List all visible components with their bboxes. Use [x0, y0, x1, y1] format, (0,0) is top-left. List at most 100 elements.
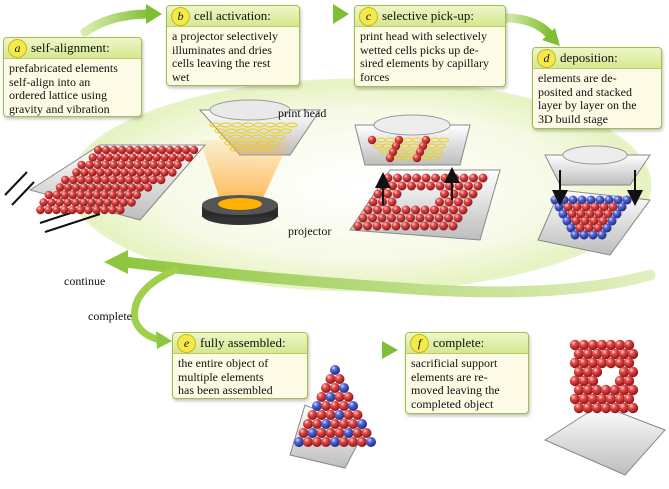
red-element	[87, 183, 97, 192]
red-element	[569, 393, 581, 405]
red-element	[52, 205, 61, 215]
red-element	[454, 181, 464, 191]
red-element	[578, 339, 590, 351]
red-element	[478, 173, 488, 183]
red-element	[596, 339, 608, 351]
red-element	[160, 168, 169, 177]
red-element	[373, 189, 383, 199]
step-c-body: print head with selectively wetted cells…	[355, 27, 505, 86]
red-element	[406, 213, 415, 223]
red-element	[149, 145, 159, 155]
red-element	[411, 205, 420, 215]
red-element	[600, 402, 612, 414]
red-element	[325, 410, 336, 420]
assembled-pyramid-e	[289, 365, 376, 469]
red-element	[55, 198, 64, 207]
blue-element	[612, 209, 622, 219]
red-element	[101, 160, 110, 170]
red-element	[152, 168, 161, 177]
wet-cell-ring	[230, 134, 242, 140]
red-element	[435, 197, 444, 207]
red-element	[348, 437, 358, 447]
red-element	[36, 205, 45, 215]
blue-element	[366, 437, 376, 447]
red-element	[103, 183, 113, 192]
blue-element	[579, 230, 589, 240]
complete-label: complete	[88, 309, 132, 323]
red-element	[614, 375, 626, 387]
red-element	[109, 145, 119, 155]
lattice-stage-a	[28, 144, 207, 221]
red-element	[316, 392, 327, 402]
step-b-line: a projector selectively	[172, 29, 278, 43]
wet-cell-ring	[219, 134, 231, 140]
red-element	[393, 173, 402, 183]
red-element	[600, 348, 612, 360]
red-element	[388, 181, 397, 191]
red-element	[383, 173, 393, 183]
blue-element	[602, 223, 612, 233]
red-element	[127, 198, 136, 207]
wet-cell-ring	[439, 137, 449, 143]
red-element	[76, 190, 86, 200]
red-element	[584, 223, 594, 233]
wet-cell-ring	[236, 128, 248, 134]
wet-cell-ring	[412, 137, 422, 143]
red-element	[627, 402, 639, 414]
red-element	[358, 213, 368, 223]
red-element	[605, 393, 617, 405]
red-element	[71, 183, 81, 192]
red-element	[576, 209, 586, 219]
red-element	[92, 190, 102, 200]
red-element	[141, 160, 150, 170]
step-f-line: sacrificial support	[411, 356, 498, 370]
red-element	[605, 357, 617, 369]
blue-element	[330, 365, 340, 375]
red-element	[117, 160, 126, 170]
wet-cell-ring	[269, 128, 281, 134]
red-element	[580, 216, 590, 226]
blue-element	[566, 223, 576, 233]
step-c-line: forces	[360, 69, 390, 84]
red-element	[330, 383, 340, 393]
red-element	[627, 366, 639, 378]
red-element	[407, 181, 416, 191]
red-element	[104, 168, 113, 177]
red-element	[325, 374, 336, 384]
step-b-line: illuminates and dries	[172, 42, 272, 57]
red-element	[95, 183, 105, 192]
red-element	[596, 357, 608, 369]
red-element	[87, 198, 96, 207]
red-element	[627, 348, 639, 360]
red-element	[321, 383, 331, 393]
red-element	[415, 213, 425, 223]
red-element	[117, 175, 126, 185]
blue-element	[348, 401, 358, 411]
red-element	[330, 401, 340, 411]
step-e-title: fully assembled:	[200, 335, 286, 350]
step-e-line: multiple elements	[178, 369, 264, 384]
red-element	[587, 375, 599, 387]
wet-cell-ring	[242, 122, 254, 128]
blue-element	[577, 195, 587, 205]
red-element	[93, 145, 103, 155]
blue-element	[607, 216, 617, 226]
red-element	[325, 428, 336, 438]
blue-element	[558, 209, 568, 219]
blue-element	[325, 392, 336, 402]
red-element	[453, 213, 463, 223]
step-f-line: completed object	[411, 396, 494, 411]
wet-cell-ring	[403, 155, 413, 161]
blue-element	[595, 195, 605, 205]
red-element	[119, 183, 129, 192]
red-element	[44, 190, 53, 200]
wet-cell-ring	[225, 128, 237, 134]
red-element	[93, 175, 102, 185]
step-e-line: the entire object of	[178, 356, 269, 370]
